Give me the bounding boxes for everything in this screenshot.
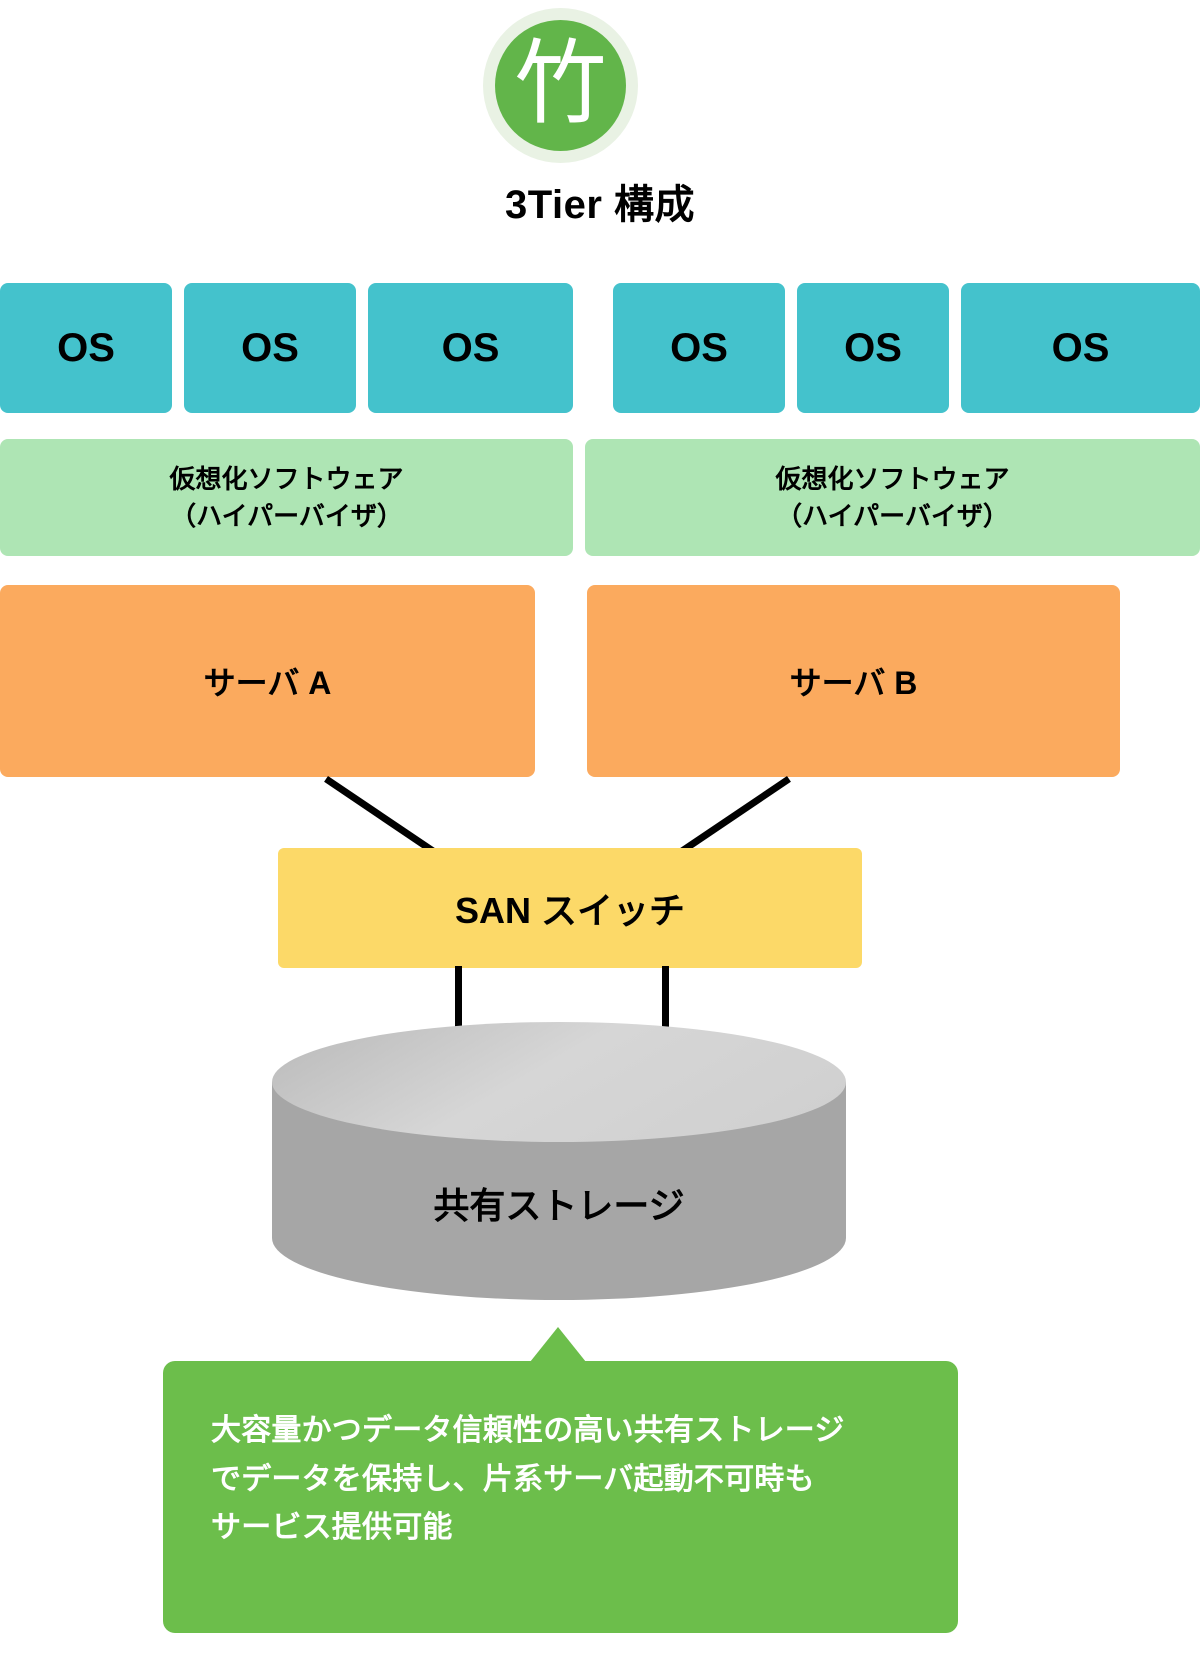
storage-callout: 大容量かつデータ信頼性の高い共有ストレージ でデータを保持し、片系サーバ起動不可… (163, 1327, 958, 1633)
callout-line-3: サービス提供可能 (211, 1511, 453, 1545)
san-switch-box: SAN スイッチ (278, 848, 862, 968)
os-box-left-3: OS (368, 283, 573, 413)
bamboo-logo: 竹 (483, 8, 638, 163)
link-san-to-storage-2 (662, 966, 669, 1084)
server-box-a: サーバ A (0, 585, 535, 777)
page-title: 3Tier 構成 (505, 183, 695, 227)
os-box-left-1: OS (0, 283, 172, 413)
storage-label: 共有ストレージ (433, 1185, 685, 1226)
callout-body: 大容量かつデータ信頼性の高い共有ストレージ でデータを保持し、片系サーバ起動不可… (163, 1361, 958, 1633)
cylinder-top-ellipse (272, 1022, 846, 1142)
os-box-right-1: OS (613, 283, 785, 413)
hypervisor-box-right: 仮想化ソフトウェア （ハイパーバイザ） (585, 439, 1200, 556)
shared-storage-cylinder: 共有ストレージ (272, 1022, 846, 1300)
hypervisor-label-line2: （ハイパーバイザ） (776, 500, 1009, 531)
server-box-b: サーバ B (587, 585, 1120, 777)
hypervisor-box-left: 仮想化ソフトウェア （ハイパーバイザ） (0, 439, 573, 556)
bamboo-kanji-icon: 竹 (514, 29, 607, 137)
callout-pointer (526, 1327, 590, 1367)
hypervisor-label-line1: 仮想化ソフトウェア (775, 463, 1010, 494)
callout-line-2: でデータを保持し、片系サーバ起動不可時も (211, 1462, 815, 1496)
hypervisor-label-line1: 仮想化ソフトウェア (169, 463, 404, 494)
os-box-right-2: OS (797, 283, 949, 413)
os-box-right-3: OS (961, 283, 1200, 413)
logo-inner-circle: 竹 (495, 20, 626, 151)
callout-line-1: 大容量かつデータ信頼性の高い共有ストレージ (211, 1414, 845, 1447)
os-box-left-2: OS (184, 283, 356, 413)
hypervisor-label-line2: （ハイパーバイザ） (170, 500, 403, 531)
